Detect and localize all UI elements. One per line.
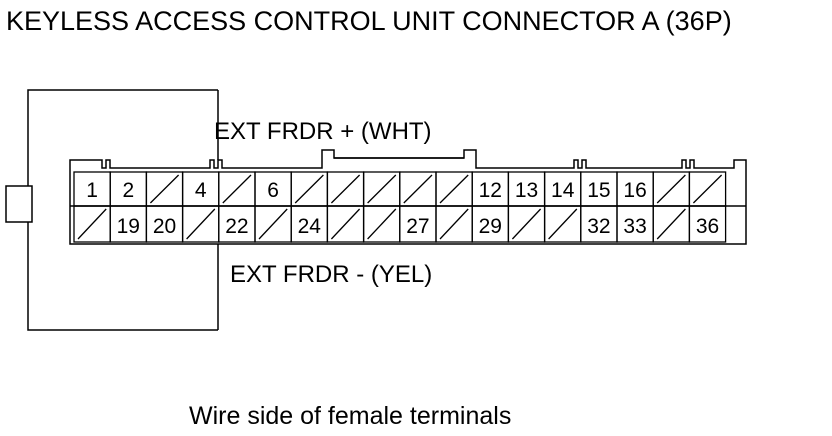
pin-label: 32 <box>587 215 610 238</box>
pin-label: 13 <box>515 179 538 202</box>
callout-ext-frdr-plus: EXT FRDR + (WHT) <box>214 118 432 145</box>
pin-label: 16 <box>623 179 646 202</box>
empty-pin-slash <box>294 174 324 204</box>
pin-label: 2 <box>122 179 134 202</box>
pin-label: 14 <box>551 179 575 202</box>
empty-pin-slash <box>367 208 397 240</box>
pin-label: 36 <box>696 215 719 238</box>
empty-pin-slash <box>186 208 216 240</box>
pin-label: 12 <box>479 179 502 202</box>
harness-clip <box>5 185 33 223</box>
empty-pin-slash <box>439 208 469 240</box>
diagram-caption: Wire side of female terminals <box>189 402 511 430</box>
empty-pin-slash <box>367 174 397 204</box>
empty-pin-slash <box>548 208 578 240</box>
empty-pin-slash <box>656 208 686 240</box>
empty-pin-slash <box>77 208 107 240</box>
pin-label: 6 <box>267 179 279 202</box>
diagram-title: KEYLESS ACCESS CONTROL UNIT CONNECTOR A … <box>6 6 732 36</box>
pin-label: 15 <box>587 179 610 202</box>
empty-pin-slash <box>692 174 723 204</box>
empty-pin-slash <box>258 208 288 240</box>
pin-label: 33 <box>623 215 646 238</box>
empty-pin-slash <box>149 174 180 204</box>
pin-label: 19 <box>117 215 140 238</box>
pin-label: 27 <box>406 215 429 238</box>
callout-ext-frdr-minus: EXT FRDR - (YEL) <box>230 261 432 288</box>
pin-label: 4 <box>195 179 207 202</box>
empty-pin-slash <box>222 174 252 204</box>
empty-pin-slash <box>511 208 542 240</box>
connector-housing <box>69 149 747 245</box>
empty-pin-slash <box>330 174 361 204</box>
pin-label: 24 <box>298 215 322 238</box>
empty-pin-slash <box>439 174 469 204</box>
empty-pin-slash <box>656 174 686 204</box>
pin-cell-36 <box>688 205 727 243</box>
pin-label: 20 <box>153 215 176 238</box>
empty-pin-slash <box>330 208 361 240</box>
pin-label: 1 <box>86 179 98 202</box>
pin-label: 29 <box>479 215 502 238</box>
empty-pin-slash <box>403 174 433 204</box>
pin-label: 22 <box>225 215 248 238</box>
